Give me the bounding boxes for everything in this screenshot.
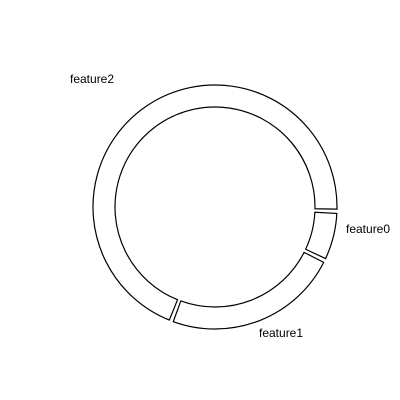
sector-feature0 (304, 211, 338, 260)
label-feature0: feature0 (346, 222, 390, 236)
feature-labels: feature0 feature1 feature2 (70, 72, 390, 340)
label-feature2: feature2 (70, 72, 114, 86)
label-feature1: feature1 (259, 326, 303, 340)
feature-sectors (92, 84, 338, 330)
sector-feature1 (172, 251, 325, 330)
sector-feature2 (92, 84, 338, 321)
